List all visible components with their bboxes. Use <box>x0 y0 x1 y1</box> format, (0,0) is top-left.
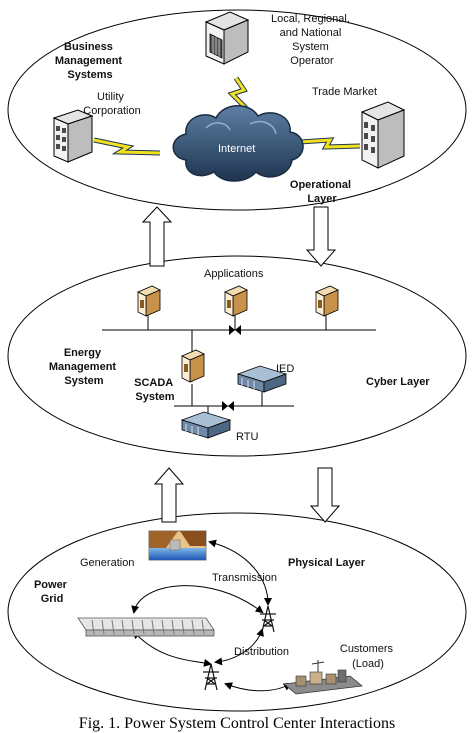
energy-management-label: Energy Management System <box>49 347 119 387</box>
rtu-device-icon <box>180 411 232 439</box>
power-grid-substation-icon <box>77 617 215 637</box>
scada-system-label: SCADA System <box>134 377 176 403</box>
operational-layer-label: Operational Layer <box>290 179 354 205</box>
up-arrow-cyber-to-operational <box>141 206 173 267</box>
bus-coupler-top-icon <box>229 325 241 335</box>
customers-label: Customers (Load) <box>340 643 396 670</box>
generation-to-transmission-arrow <box>208 539 272 606</box>
system-operator-label: Local, Regional, and National System Ope… <box>271 13 353 67</box>
physical-layer-label: Physical Layer <box>288 557 366 569</box>
lightning-utility-internet <box>93 137 161 156</box>
lightning-operator-internet <box>227 76 248 110</box>
ied-label: IED <box>276 363 294 375</box>
transmission-to-distribution-arrow <box>214 628 264 666</box>
physical-layer-ellipse <box>7 512 467 712</box>
down-arrow-cyber-to-physical <box>309 467 341 523</box>
down-arrow-operational-to-cyber <box>305 206 337 267</box>
figure-caption: Fig. 1. Power System Control Center Inte… <box>79 715 395 732</box>
operational-layer-ellipse <box>7 9 467 211</box>
trade-market-label: Trade Market <box>312 86 377 98</box>
generation-label: Generation <box>80 557 134 569</box>
bus-coupler-bottom-icon <box>222 401 234 411</box>
transmission-label: Transmission <box>212 572 277 584</box>
utility-corporation-building-icon <box>52 109 94 163</box>
internet-label: Internet <box>218 143 255 155</box>
lightning-trade-internet <box>299 137 361 150</box>
cyber-layer-label: Cyber Layer <box>366 376 430 388</box>
application-server-icon <box>137 285 161 317</box>
up-arrow-physical-to-cyber <box>153 467 185 523</box>
applications-label: Applications <box>204 268 264 280</box>
transmission-tower-icon <box>260 605 276 633</box>
distribution-tower-icon <box>203 663 219 691</box>
trade-market-building-icon <box>360 101 406 169</box>
cyber-layer-ellipse <box>7 255 467 457</box>
rtu-label: RTU <box>236 431 258 443</box>
internet-cloud-icon <box>172 105 304 182</box>
ied-device-icon <box>236 365 288 393</box>
grid-to-transmission-arrow <box>131 585 264 614</box>
hydro-dam-generation-icon <box>148 530 207 561</box>
scada-server-icon <box>181 349 205 383</box>
power-grid-label: Power Grid <box>34 579 70 605</box>
application-server-icon <box>315 285 339 317</box>
system-operator-building-icon <box>204 11 250 65</box>
application-server-icon <box>224 285 248 317</box>
business-management-label: Business Management Systems <box>55 41 125 81</box>
customers-town-icon <box>283 660 363 695</box>
utility-corporation-label: Utility Corporation <box>83 91 140 117</box>
distribution-to-customers-arrow <box>224 682 292 692</box>
grid-to-distribution-arrow <box>132 630 212 667</box>
distribution-label: Distribution <box>234 646 289 658</box>
